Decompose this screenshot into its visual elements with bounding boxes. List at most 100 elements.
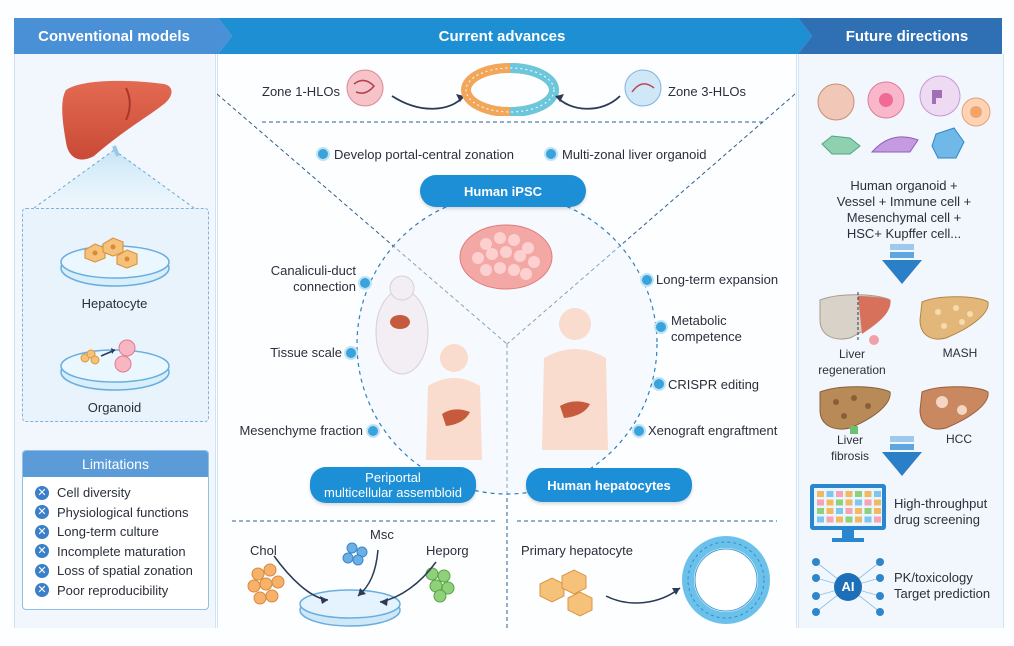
middle-panel-border — [217, 54, 797, 628]
limitation-text: Loss of spatial zonation — [57, 563, 193, 579]
bullet-icon — [652, 377, 666, 391]
human-hepatocytes-silhouette-icon — [542, 308, 608, 450]
primary-hepatocyte-organoid-diagram — [539, 536, 770, 624]
down-arrow-icon — [882, 244, 922, 284]
xenograft-label: Xenograft engraftment — [648, 423, 778, 438]
combo-line: HSC+ Kupffer cell... — [846, 226, 962, 241]
multizonal-item: Multi-zonal liver organoid — [544, 147, 707, 162]
limitation-item: ✕ Cell diversity — [35, 483, 208, 503]
header-arrows — [14, 18, 1002, 54]
zone1-label: Zone 1-HLOs — [262, 84, 341, 99]
hepatocyte-dish-icon — [60, 237, 170, 287]
organoid-label: Organoid — [87, 400, 142, 415]
bullet-icon — [366, 424, 380, 438]
metabolic-label: Metabolic competence — [671, 313, 742, 345]
metabolic-line2: competence — [671, 329, 742, 344]
mouse-silhouette-icon — [375, 275, 429, 375]
combo-line: Mesenchymal cell + — [846, 210, 962, 225]
zone3-label: Zone 3-HLOs — [668, 84, 747, 99]
limitation-item: ✕ Incomplete maturation — [35, 542, 208, 562]
pk-line1: PK/toxicology — [894, 570, 973, 585]
human-periportal-silhouette-icon — [426, 344, 482, 460]
high-throughput-label: High-throughput drug screening — [894, 496, 998, 528]
limitation-item: ✕ Physiological functions — [35, 503, 208, 523]
limitation-text: Poor reproducibility — [57, 582, 169, 598]
bullet-icon — [654, 320, 668, 334]
portal-central-text: Develop portal-central zonation — [334, 147, 514, 162]
header-conventional-models: Conventional models — [38, 27, 190, 45]
periportal-line1: Periportal — [365, 470, 421, 485]
bullet-icon — [344, 346, 358, 360]
liver-fibrosis-line2: fibrosis — [830, 449, 869, 463]
limitation-item: ✕ Poor reproducibility — [35, 581, 208, 601]
liver-fibrosis-line1: Liver — [836, 433, 863, 447]
zonation-ring-diagram — [346, 63, 662, 116]
liver-illustration — [33, 80, 195, 209]
portal-central-item: Develop portal-central zonation — [316, 147, 514, 162]
liver-regeneration-line2: regeneration — [818, 363, 886, 377]
heporg-label: Heporg — [426, 543, 469, 558]
canaliculi-label: Canaliculi-duct connection — [266, 263, 356, 295]
metabolic-line1: Metabolic — [671, 313, 727, 328]
pk-line2: Target prediction — [894, 586, 991, 601]
limitations-list: ✕ Cell diversity ✕ Physiological functions… — [23, 477, 208, 600]
tissue-scale-label: Tissue scale — [270, 345, 342, 360]
combo-line: Human organoid + — [850, 178, 958, 193]
cell-types-illustration — [817, 75, 991, 159]
multizonal-text: Multi-zonal liver organoid — [562, 147, 707, 162]
longterm-label: Long-term expansion — [656, 272, 779, 287]
x-circle-icon: ✕ — [35, 583, 49, 598]
limitation-text: Physiological functions — [57, 504, 189, 520]
hcc-label: HCC — [946, 432, 972, 446]
x-circle-icon: ✕ — [35, 524, 49, 539]
bullet-icon — [358, 276, 372, 290]
limitation-item: ✕ Loss of spatial zonation — [35, 561, 208, 581]
canaliculi-line1: Canaliculi-duct — [270, 263, 356, 278]
liver-regeneration-label: Liver regeneration — [812, 346, 892, 378]
bullet-icon — [544, 147, 558, 161]
limitation-text: Incomplete maturation — [57, 543, 186, 559]
msc-label: Msc — [370, 527, 394, 542]
x-circle-icon: ✕ — [35, 544, 49, 559]
limitation-item: ✕ Long-term culture — [35, 522, 208, 542]
liver-regeneration-line1: Liver — [838, 347, 865, 361]
liver-disease-row2-icons — [819, 386, 989, 434]
x-circle-icon: ✕ — [35, 485, 49, 500]
x-circle-icon: ✕ — [35, 563, 49, 578]
combo-text: Human organoid + Vessel + Immune cell + … — [806, 178, 1002, 242]
header-future-directions: Future directions — [845, 27, 969, 45]
ipsc-colony-icon — [459, 224, 553, 290]
mesenchyme-label: Mesenchyme fraction — [239, 423, 363, 438]
ai-network-icon — [812, 558, 884, 616]
mash-label: MASH — [942, 346, 978, 360]
bullet-icon — [632, 424, 646, 438]
screening-monitor-icon — [810, 484, 886, 542]
htp-line1: High-throughput — [894, 496, 988, 511]
x-circle-icon: ✕ — [35, 505, 49, 520]
combo-line: Vessel + Immune cell + — [836, 194, 972, 209]
htp-line2: drug screening — [894, 512, 980, 527]
periportal-line2: multicellular assembloid — [324, 485, 462, 500]
zone1-cluster-icon — [346, 69, 384, 107]
down-arrow-icon — [882, 436, 922, 476]
hepatocyte-label: Hepatocyte — [81, 296, 148, 311]
limitation-text: Long-term culture — [57, 524, 159, 540]
liver-disease-row1-icons — [819, 292, 989, 345]
ai-icon-label: AI — [841, 579, 855, 594]
bullet-icon — [316, 147, 330, 161]
limitations-title: Limitations — [23, 451, 208, 477]
organoid-dish-icon — [60, 339, 170, 391]
assembloid-dish-diagram — [247, 542, 455, 627]
crispr-label: CRISPR editing — [668, 377, 760, 392]
liver-fibrosis-label: Liver fibrosis — [812, 432, 888, 464]
human-ipsc-pill: Human iPSC — [420, 175, 586, 207]
header-current-advances: Current advances — [438, 27, 566, 45]
pk-toxicology-label: PK/toxicology Target prediction — [894, 570, 1000, 602]
limitation-text: Cell diversity — [57, 485, 131, 501]
canaliculi-line2: connection — [293, 279, 356, 294]
bullet-icon — [640, 273, 654, 287]
human-hepatocytes-pill: Human hepatocytes — [526, 468, 692, 502]
zone3-cluster-icon — [624, 69, 662, 107]
chol-label: Chol — [250, 543, 277, 558]
periportal-assembloid-pill: Periportal multicellular assembloid — [310, 467, 476, 503]
